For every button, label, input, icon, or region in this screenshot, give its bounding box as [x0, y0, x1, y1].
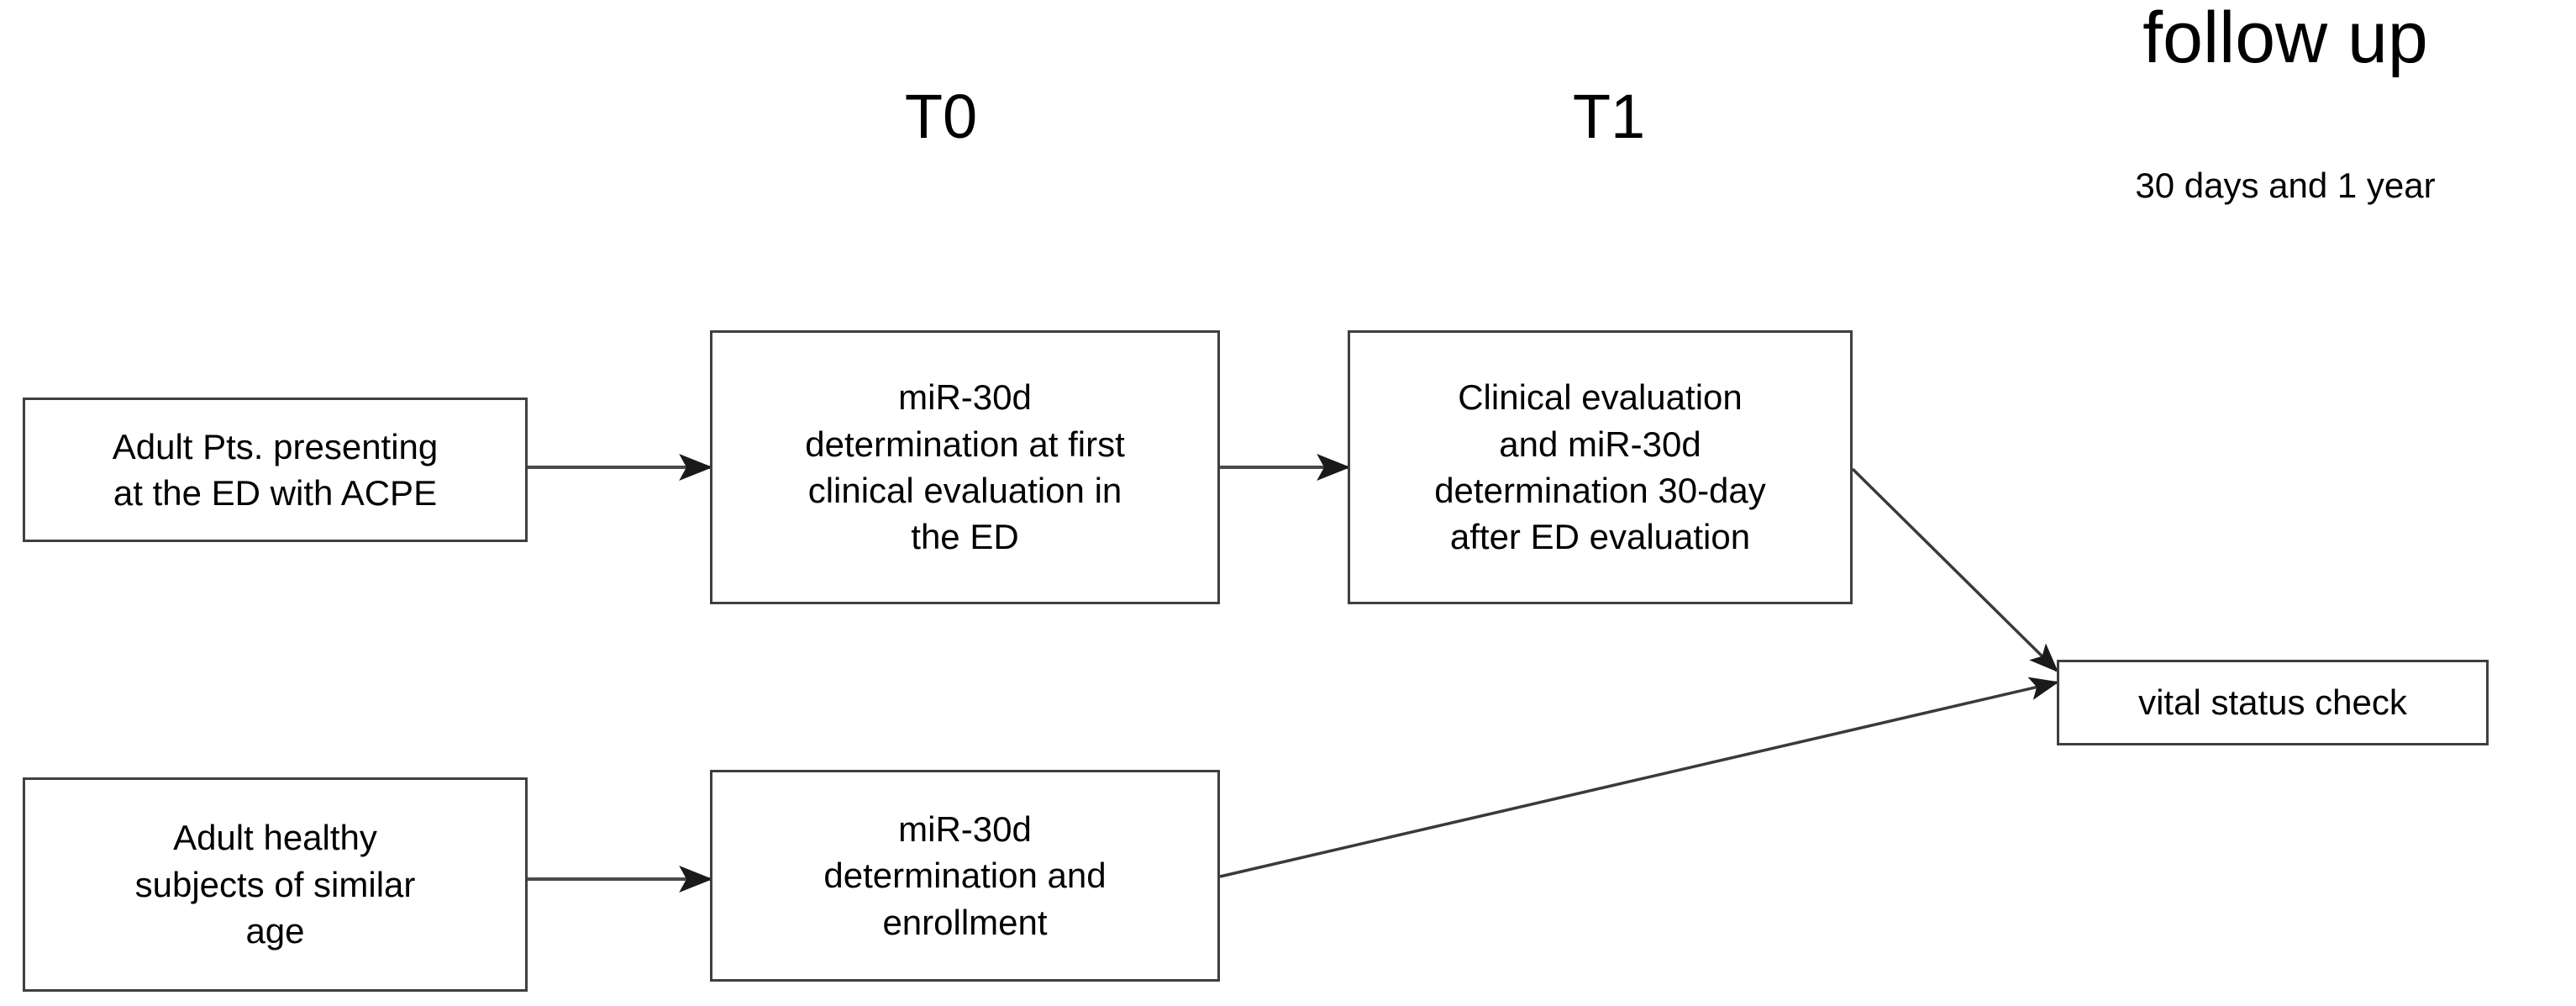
node-clinical-eval-30day[interactable]: Clinical evaluation and miR-30d determin…	[1348, 330, 1853, 604]
node-mir30d-first-ed-label: miR-30d determination at first clinical …	[805, 377, 1125, 557]
edge-clinical-eval-to-vital-status	[1851, 467, 2058, 672]
timeline-label-t0: T0	[904, 82, 978, 151]
node-vital-status-check[interactable]: vital status check	[2057, 660, 2489, 745]
node-clinical-eval-30day-label: Clinical evaluation and miR-30d determin…	[1434, 377, 1766, 557]
edge-mir30d-enrollment-to-vital-status	[1219, 677, 2059, 878]
node-adult-pts-acpe-label: Adult Pts. presenting at the ED with ACP…	[112, 426, 439, 513]
node-adult-healthy-subjects[interactable]: Adult healthy subjects of similar age	[23, 777, 528, 992]
timeline-label-t1: T1	[1572, 82, 1646, 151]
node-mir30d-enrollment[interactable]: miR-30d determination and enrollment	[710, 770, 1220, 982]
followup-title: follow up	[2142, 0, 2428, 78]
node-adult-healthy-subjects-label: Adult healthy subjects of similar age	[134, 818, 416, 951]
node-vital-status-check-label: vital status check	[2138, 682, 2407, 723]
node-adult-pts-acpe[interactable]: Adult Pts. presenting at the ED with ACP…	[23, 398, 528, 542]
node-mir30d-enrollment-label: miR-30d determination and enrollment	[823, 808, 1107, 942]
followup-subtitle: 30 days and 1 year	[2135, 166, 2436, 205]
node-mir30d-first-ed[interactable]: miR-30d determination at first clinical …	[710, 330, 1220, 604]
